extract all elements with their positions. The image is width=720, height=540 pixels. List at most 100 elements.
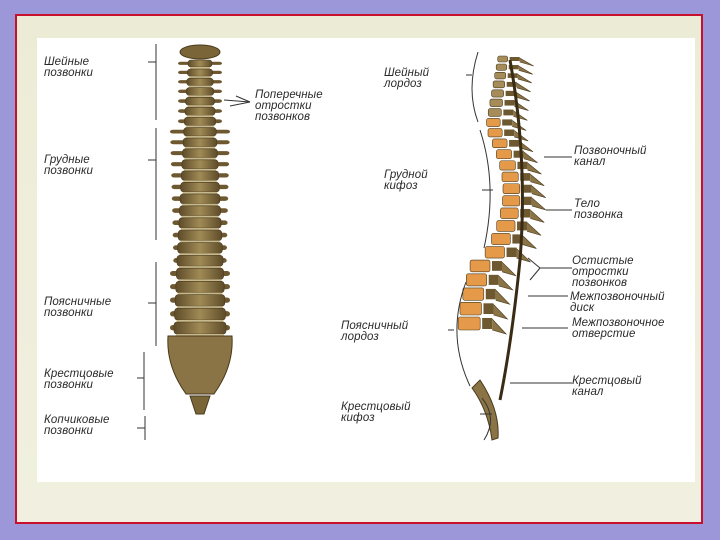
vertebral-arch bbox=[504, 130, 514, 136]
vertebra-body bbox=[463, 288, 484, 300]
vertebral-arch bbox=[505, 100, 515, 106]
spinous-process bbox=[518, 74, 532, 83]
spinous-process bbox=[527, 223, 541, 236]
spinous-process bbox=[516, 92, 530, 101]
vertebra-body bbox=[466, 274, 486, 286]
spinous-process bbox=[532, 186, 546, 198]
spinous-process bbox=[519, 66, 533, 74]
spinous-process bbox=[522, 235, 536, 248]
sacrum bbox=[168, 336, 232, 394]
vertebra-body bbox=[458, 317, 480, 330]
vertebra-body bbox=[498, 56, 508, 62]
vertebra-body bbox=[497, 221, 515, 232]
vertebra-body bbox=[186, 88, 214, 96]
vertebra-body bbox=[485, 247, 504, 258]
vertebra-body bbox=[187, 78, 213, 85]
sacrum-lateral bbox=[472, 380, 498, 440]
vertebral-arch bbox=[507, 248, 517, 257]
vertebra-body bbox=[175, 295, 225, 307]
vertebra-body bbox=[503, 184, 520, 194]
vertebra-body bbox=[176, 281, 224, 292]
spinous-process bbox=[492, 319, 506, 334]
vertebra-body bbox=[460, 302, 481, 315]
spinous-process bbox=[499, 276, 513, 290]
vertebra-body bbox=[176, 268, 223, 279]
vertebra-body bbox=[183, 138, 217, 147]
vertebra-body bbox=[491, 233, 510, 244]
spinous-process bbox=[517, 83, 531, 92]
vertebra-body bbox=[487, 118, 501, 126]
vertebra-body bbox=[492, 139, 507, 148]
vertebra-body bbox=[187, 69, 212, 76]
left-spine-front-view bbox=[168, 45, 232, 414]
vertebra-body bbox=[180, 194, 220, 204]
vertebra-body bbox=[492, 90, 504, 97]
vertebra-body bbox=[503, 196, 520, 206]
vertebra-body bbox=[184, 117, 215, 125]
label-intervertebral-disc: Межпозвоночныйдиск bbox=[570, 292, 665, 314]
spinous-process bbox=[530, 174, 544, 186]
vertebra-body bbox=[174, 322, 226, 334]
vertebra-body bbox=[488, 129, 502, 137]
vertebra-body bbox=[490, 99, 503, 107]
vertebra-body bbox=[181, 182, 220, 192]
spinous-process bbox=[513, 111, 527, 121]
vertebra-body bbox=[175, 308, 226, 320]
vertebral-arch bbox=[483, 303, 493, 314]
vertebral-arch bbox=[509, 140, 519, 147]
vertebra-body bbox=[186, 97, 215, 105]
label-thoracic-kyphosis: Груднойкифоз bbox=[384, 170, 428, 192]
atlas-vertebra bbox=[180, 45, 220, 59]
spinous-process bbox=[524, 152, 538, 163]
vertebra-body bbox=[502, 172, 518, 182]
vertebra-body bbox=[181, 171, 218, 180]
vertebral-arch bbox=[503, 110, 513, 116]
vertebra-body bbox=[470, 260, 490, 272]
vertebral-arch bbox=[502, 119, 512, 125]
vertebral-arch bbox=[489, 275, 499, 285]
spinous-process bbox=[502, 262, 516, 276]
vertebra-body bbox=[183, 149, 218, 158]
vertebra-body bbox=[488, 109, 501, 117]
vertebral-arch bbox=[486, 289, 496, 299]
spinous-process bbox=[520, 58, 534, 66]
vertebra-body bbox=[179, 218, 221, 228]
coccyx bbox=[190, 396, 210, 414]
vertebral-arch bbox=[482, 318, 492, 329]
spinous-process bbox=[493, 304, 507, 319]
spinous-process bbox=[496, 290, 510, 304]
vertebra-body bbox=[493, 81, 505, 88]
label-cervical-vertebrae: Шейныепозвонки bbox=[44, 57, 93, 79]
vertebra-body bbox=[185, 107, 215, 115]
vertebra-body bbox=[184, 128, 217, 137]
spinous-process bbox=[530, 210, 544, 223]
spinous-process bbox=[532, 198, 546, 210]
vertebra-body bbox=[179, 206, 220, 216]
vertebra-body bbox=[495, 72, 506, 79]
right-spine-lateral-view bbox=[458, 56, 546, 440]
vertebra-body bbox=[188, 60, 212, 67]
label-transverse-processes: Поперечныеотросткипозвонков bbox=[255, 90, 323, 123]
vertebral-arch bbox=[492, 261, 502, 271]
curve-brackets bbox=[448, 52, 493, 440]
vertebra-body bbox=[178, 230, 221, 240]
vertebra-body bbox=[496, 64, 507, 70]
vertebra-body bbox=[177, 255, 223, 266]
vertebra-body bbox=[178, 243, 223, 254]
spinous-process bbox=[527, 163, 541, 174]
vertebra-body bbox=[182, 160, 218, 169]
vertebra-body bbox=[500, 208, 518, 219]
vertebra-body bbox=[500, 161, 516, 170]
vertebra-body bbox=[496, 150, 511, 159]
